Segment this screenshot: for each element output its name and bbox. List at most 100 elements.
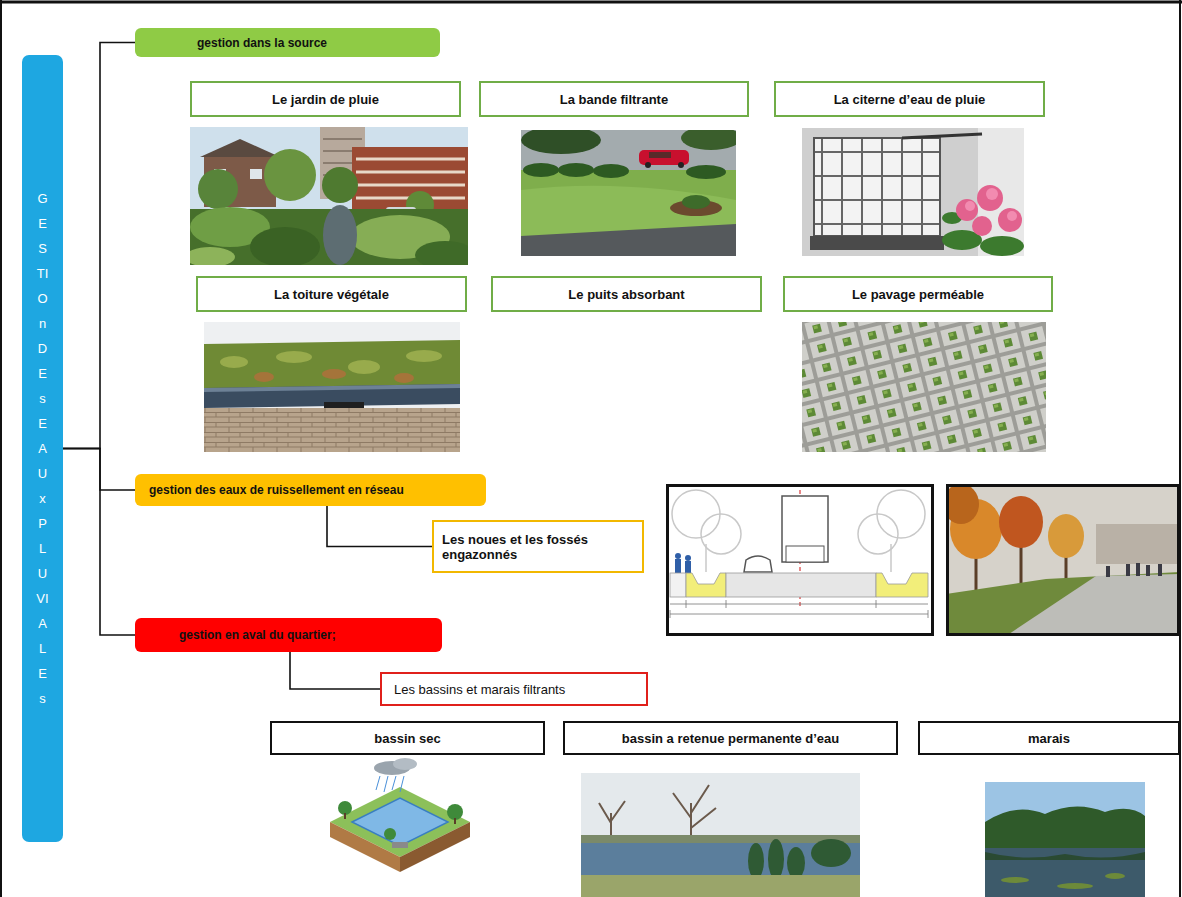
grassed-ditch-photo-part-part	[1136, 563, 1140, 576]
technique-box: Le puits absorbant	[491, 276, 762, 312]
swale-cross-section-part-part	[928, 610, 929, 618]
marsh-photo-part	[985, 782, 1145, 897]
swale-cross-section-part	[670, 600, 928, 618]
box-label: Le jardin de pluie	[272, 92, 379, 107]
rain-garden-photo-part-part	[356, 171, 465, 174]
filter-strip-photo-part	[523, 163, 726, 179]
swale-cross-section-part-part	[686, 600, 687, 608]
wet-pond-photo-part-part	[673, 785, 716, 843]
rain-garden-photo-part	[323, 205, 357, 265]
green-roof-photo-part	[204, 408, 460, 452]
green-roof-photo-part-part	[276, 351, 312, 363]
vertical-title-text: GESTIOn DEs EAUxPLUVIALEs	[36, 186, 49, 711]
technique-box: La bande filtrante	[479, 81, 749, 117]
rain-tank-photo	[802, 128, 1024, 256]
permeable-paving-photo	[802, 322, 1046, 452]
rain-tank-photo-part	[814, 138, 940, 236]
dry-basin-drawing-part	[338, 801, 352, 815]
box-label: La citerne d’eau de pluie	[834, 92, 986, 107]
swale-cross-section-part-part	[675, 553, 681, 559]
dry-basin-drawing-part	[376, 776, 404, 792]
swale-cross-section-part-part	[701, 514, 741, 554]
tree-connector	[63, 449, 135, 636]
rain-tank-photo-part	[942, 212, 1024, 256]
box-label: La bande filtrante	[560, 92, 668, 107]
swale-cross-section-part	[675, 553, 691, 573]
rain-garden-photo-part	[415, 241, 475, 269]
dry-basin-drawing-part	[352, 798, 448, 846]
dry-basin-drawing-part-part	[392, 776, 396, 790]
green-roof-photo-part-part	[348, 360, 380, 374]
swale-cross-section-part	[876, 573, 928, 597]
marsh-photo-part	[985, 848, 1145, 897]
swale-cross-section-part	[672, 490, 925, 572]
rain-tank-photo-part	[814, 138, 940, 236]
wet-pond-photo-part-part	[787, 847, 805, 879]
marsh-photo-part	[985, 852, 1145, 860]
box-label: Les noues et les fossés engazonnés	[442, 532, 634, 562]
green-roof-photo-part	[204, 340, 460, 392]
filter-strip-photo-part	[682, 195, 710, 209]
box-label: marais	[1028, 731, 1070, 746]
rain-garden-photo-part	[264, 149, 316, 201]
rain-tank-photo-part-part	[998, 208, 1022, 232]
marsh-photo	[985, 782, 1145, 897]
box-label: bassin sec	[374, 731, 441, 746]
technique-box: Les bassins et marais filtrants	[380, 672, 648, 706]
dry-basin-drawing	[330, 758, 470, 872]
technique-box: Le jardin de pluie	[190, 81, 461, 117]
green-roof-photo-part	[204, 384, 460, 392]
category-header: gestion des eaux de ruissellement en rés…	[135, 474, 486, 506]
wet-pond-photo-part-part	[768, 839, 784, 879]
wet-pond-photo-part	[599, 785, 716, 843]
swale-cross-section-part-part	[672, 490, 720, 538]
wet-pond-photo-part-part	[811, 839, 851, 867]
marsh-photo-part-part	[1105, 873, 1125, 879]
filter-strip-photo-part-part	[593, 164, 629, 178]
box-label: bassin a retenue permanente d’eau	[622, 731, 839, 746]
rain-tank-photo-part	[956, 185, 1022, 236]
grassed-ditch-photo-part	[1096, 524, 1180, 564]
box-label: Les bassins et marais filtrants	[394, 682, 565, 697]
grassed-ditch-photo-part	[999, 496, 1043, 548]
marsh-photo-part	[985, 806, 1145, 852]
green-roof-photo-part	[254, 369, 414, 383]
grassed-ditch-photo-part-part	[1126, 564, 1130, 576]
filter-strip-photo-part-part	[523, 163, 559, 177]
rain-garden-photo-part	[200, 139, 280, 157]
rain-tank-photo-part	[802, 128, 1024, 256]
wet-pond-photo-part	[581, 875, 860, 897]
green-roof-photo-part	[204, 322, 460, 452]
wet-pond-photo-part-part	[748, 843, 764, 879]
title-bar: GESTIOn DEs EAUxPLUVIALEs	[22, 55, 63, 842]
filter-strip-photo-part	[681, 126, 741, 150]
swale-cross-section-part	[670, 573, 686, 597]
marsh-photo-part-part	[1057, 883, 1093, 889]
green-roof-photo-part-part	[394, 373, 414, 383]
dry-basin-drawing-part	[384, 828, 396, 840]
green-roof-photo-part-part	[220, 356, 248, 368]
swale-cross-section-part	[686, 573, 726, 597]
rain-garden-photo-part	[322, 167, 358, 203]
filter-strip-photo-part	[521, 224, 736, 256]
tree-connector	[63, 449, 135, 491]
grassed-ditch-photo-part-part	[1146, 565, 1150, 576]
rain-tank-photo-part	[810, 236, 944, 250]
grassed-ditch-photo-part	[1006, 574, 1180, 636]
rain-garden-photo-part-part	[356, 158, 465, 161]
swale-cross-section-part-part	[876, 600, 877, 608]
swale-cross-section-part-part	[685, 555, 691, 561]
technique-box: Les noues et les fossés engazonnés	[432, 520, 644, 573]
rain-tank-photo-part-part	[986, 188, 998, 200]
rain-garden-photo-part-part	[323, 138, 362, 140]
permeable-paving-photo-part	[802, 322, 1046, 452]
swale-cross-section	[668, 486, 933, 635]
rain-tank-photo-part	[978, 128, 1024, 256]
rain-tank-photo-part-part	[977, 185, 1003, 211]
dry-basin-drawing-part	[447, 804, 463, 820]
swale-cross-section-part-part	[670, 610, 671, 618]
tree-connector	[63, 43, 135, 449]
swale-cross-section-part-part	[877, 490, 925, 538]
